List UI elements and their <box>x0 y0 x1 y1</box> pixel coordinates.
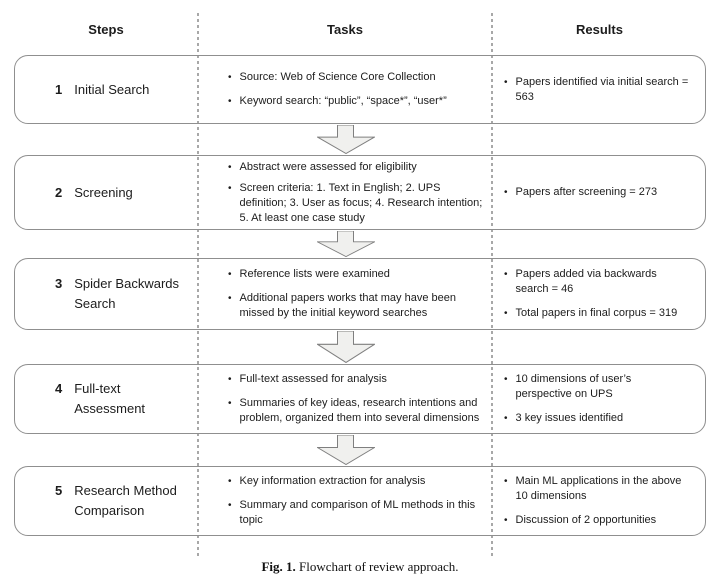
step-label: Screening <box>74 184 133 200</box>
task-item: Screen criteria: 1. Text in English; 2. … <box>228 181 493 226</box>
step-number: 3 <box>55 276 63 291</box>
tasks-cell: Key information extraction for analysis … <box>199 467 493 535</box>
task-item: Summary and comparison of ML methods in … <box>228 498 493 528</box>
figure-caption-label: Fig. 1. <box>261 559 296 574</box>
tasks-cell: Abstract were assessed for eligibility S… <box>199 156 493 229</box>
step-label: Full-text Assessment <box>74 381 146 416</box>
task-item: Additional papers works that may have be… <box>228 291 493 321</box>
steps-cell: 2 Screening <box>15 156 199 229</box>
column-header-steps: Steps <box>88 22 124 37</box>
step-number: 2 <box>55 184 63 200</box>
results-cell: Papers identified via initial search = 5… <box>493 56 705 123</box>
column-header-results: Results <box>576 22 623 37</box>
result-item: Papers after screening = 273 <box>504 185 705 200</box>
tasks-cell: Full-text assessed for analysis Summarie… <box>199 365 493 433</box>
results-cell: Papers after screening = 273 <box>493 156 705 229</box>
stage-box-spider-backwards-search: 3 Spider Backwards Search Reference list… <box>14 258 706 330</box>
task-item: Summaries of key ideas, research intenti… <box>228 396 493 426</box>
steps-cell: 1 Initial Search <box>15 56 199 123</box>
task-item: Key information extraction for analysis <box>228 474 493 489</box>
tasks-cell: Source: Web of Science Core Collection K… <box>199 56 493 123</box>
step-number: 5 <box>55 483 63 498</box>
figure-caption: Fig. 1. Flowchart of review approach. <box>0 559 720 575</box>
result-item: Papers identified via initial search = 5… <box>504 75 705 105</box>
task-item: Full-text assessed for analysis <box>228 372 493 387</box>
down-arrow-icon <box>317 331 375 363</box>
task-item: Keyword search: “public”, “space*”, “use… <box>228 94 493 109</box>
results-cell: 10 dimensions of user’s perspective on U… <box>493 365 705 433</box>
stage-box-research-method-comparison: 5 Research Method Comparison Key informa… <box>14 466 706 536</box>
result-item: Discussion of 2 opportunities <box>504 513 705 528</box>
task-item: Abstract were assessed for eligibility <box>228 160 493 175</box>
figure-caption-text: Flowchart of review approach. <box>299 559 459 574</box>
result-item: 3 key issues identified <box>504 411 705 426</box>
steps-cell: 4 Full-text Assessment <box>15 365 199 433</box>
step-number: 1 <box>55 81 63 97</box>
steps-cell: 3 Spider Backwards Search <box>15 259 199 329</box>
result-item: Papers added via backwards search = 46 <box>504 267 705 297</box>
step-label: Research Method Comparison <box>74 483 177 518</box>
step-number: 4 <box>55 381 63 396</box>
stage-box-screening: 2 Screening Abstract were assessed for e… <box>14 155 706 230</box>
column-divider-left <box>197 13 199 556</box>
steps-cell: 5 Research Method Comparison <box>15 467 199 535</box>
tasks-cell: Reference lists were examined Additional… <box>199 259 493 329</box>
column-divider-right <box>491 13 493 556</box>
stage-box-full-text-assessment: 4 Full-text Assessment Full-text assesse… <box>14 364 706 434</box>
column-header-tasks: Tasks <box>327 22 363 37</box>
task-item: Reference lists were examined <box>228 267 493 282</box>
step-label: Spider Backwards Search <box>74 276 180 311</box>
step-label: Initial Search <box>74 81 150 97</box>
result-item: Total papers in final corpus = 319 <box>504 306 705 321</box>
results-cell: Main ML applications in the above 10 dim… <box>493 467 705 535</box>
down-arrow-icon <box>317 231 375 257</box>
result-item: 10 dimensions of user’s perspective on U… <box>504 372 705 402</box>
results-cell: Papers added via backwards search = 46 T… <box>493 259 705 329</box>
down-arrow-icon <box>317 125 375 154</box>
result-item: Main ML applications in the above 10 dim… <box>504 474 705 504</box>
down-arrow-icon <box>317 435 375 465</box>
task-item: Source: Web of Science Core Collection <box>228 70 493 85</box>
stage-box-initial-search: 1 Initial Search Source: Web of Science … <box>14 55 706 124</box>
